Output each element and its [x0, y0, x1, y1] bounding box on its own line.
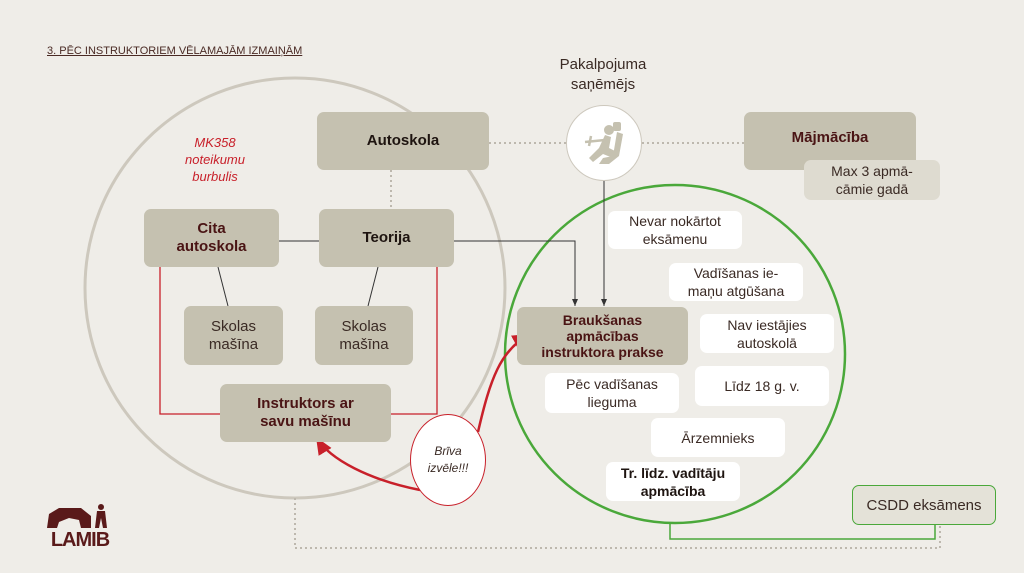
- reason-box: Nevar nokārtot eksāmenu: [608, 211, 742, 249]
- box-line: Instruktors ar: [257, 395, 354, 412]
- reason-line: Nevar nokārtot: [629, 213, 721, 229]
- teorija-box: Teorija: [319, 209, 454, 267]
- mk358-label: MK358 noteikumu burbulis: [165, 134, 265, 185]
- box-line: Skolas: [210, 317, 257, 335]
- logo-car-icon: [47, 504, 107, 528]
- csdd-exam-box: CSDD eksāmens: [852, 485, 996, 525]
- page-title: 3. PĒC INSTRUKTORIEM VĒLAMAJĀM IZMAIŅĀM: [47, 45, 303, 57]
- reason-line: Ārzemnieks: [681, 429, 755, 446]
- note-line: burbulis: [192, 169, 238, 184]
- free-choice-bubble: Brīva izvēle!!!: [410, 414, 486, 506]
- service-recipient-label: Pakalpojuma saņēmējs: [533, 55, 673, 95]
- box-line: savu mašīnu: [260, 413, 351, 430]
- box-line: mašīna: [208, 335, 259, 353]
- box-line: cāmie gadā: [835, 181, 909, 197]
- reason-box: Pēc vadīšanas lieguma: [545, 373, 679, 413]
- box-line: Max 3 apmā-: [831, 163, 913, 179]
- reason-line: Nav iestājies: [727, 316, 807, 333]
- note-line: MK358: [194, 135, 236, 150]
- skolas-masina-box: Skolas mašīna: [184, 306, 283, 365]
- reason-line: Tr. līdz. vadītāju: [620, 464, 726, 481]
- reason-line: apmācība: [640, 482, 706, 499]
- reason-line: Vadīšanas ie-: [693, 265, 779, 281]
- reason-box: Ārzemnieks: [651, 418, 785, 457]
- reason-box: Vadīšanas ie-maņu atgūšana: [669, 263, 803, 301]
- instruktors-box: Instruktors ar savu mašīnu: [220, 384, 391, 442]
- reason-line: Līdz 18 g. v.: [724, 378, 800, 394]
- lamib-logo: LAMIB: [44, 498, 116, 550]
- reason-line: eksāmenu: [642, 231, 708, 247]
- bubble-line: izvēle!!!: [427, 461, 469, 475]
- brauksanas-box: Braukšanas apmācības instruktora prakse: [517, 307, 688, 365]
- logo-text: LAMIB: [50, 529, 110, 551]
- reason-line: lieguma: [587, 394, 637, 410]
- box-line: Skolas: [341, 317, 387, 335]
- skolas-masina-box: Skolas mašīna: [315, 306, 413, 365]
- reason-line: maņu atgūšana: [687, 283, 785, 299]
- reason-line: autoskolā: [737, 334, 797, 351]
- target-bubble: [503, 183, 847, 525]
- label-line: saņēmējs: [570, 76, 636, 93]
- reason-box: Līdz 18 g. v.: [695, 366, 829, 406]
- note-line: noteikumu: [185, 152, 245, 167]
- box-line: apmācības: [566, 328, 639, 344]
- driver-seat-icon: [566, 105, 642, 181]
- bubble-line: Brīva: [434, 444, 462, 458]
- reason-line: Pēc vadīšanas: [566, 376, 658, 392]
- box-line: mašīna: [339, 335, 389, 353]
- autoskola-box: Autoskola: [317, 112, 489, 170]
- label-line: Pakalpojuma: [559, 56, 647, 73]
- box-line: autoskola: [176, 238, 247, 255]
- box-line: Braukšanas: [562, 312, 643, 328]
- box-line: instruktora prakse: [541, 344, 664, 360]
- box-line: Cita: [197, 220, 226, 237]
- max3-box: Max 3 apmā- cāmie gadā: [804, 160, 940, 200]
- cita-autoskola-box: Cita autoskola: [144, 209, 279, 267]
